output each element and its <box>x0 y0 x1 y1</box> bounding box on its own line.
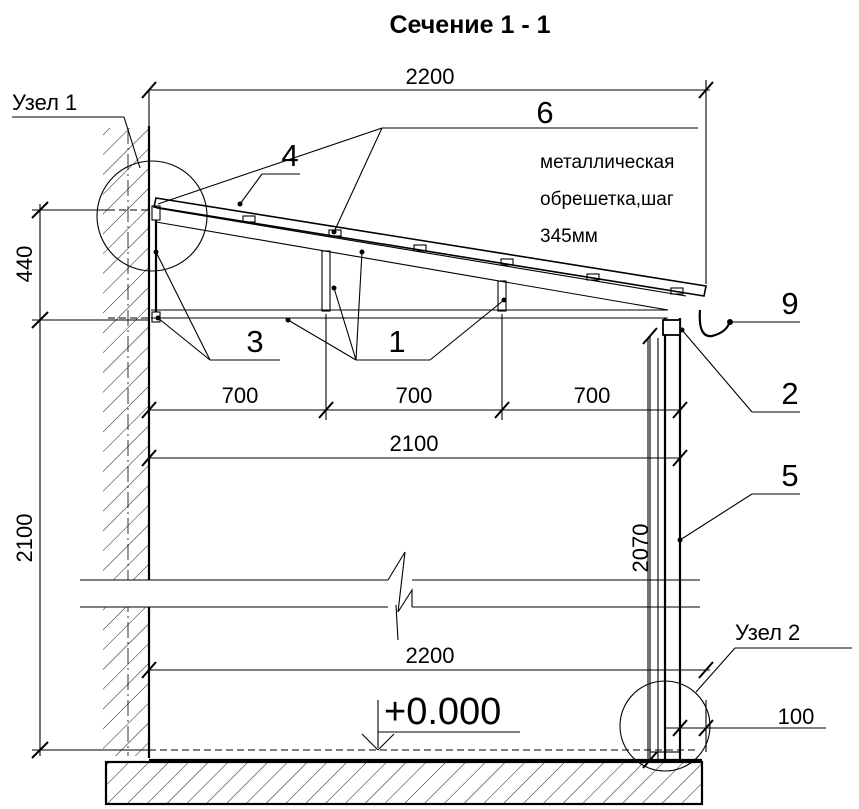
masonry-wall <box>103 126 151 758</box>
dim-label-2100-horizontal: 2100 <box>390 431 439 456</box>
leader-6-label: 6 <box>536 95 553 130</box>
note-line-3: 345мм <box>540 226 598 247</box>
roof-structure <box>108 197 707 323</box>
leader-5-label: 5 <box>781 458 798 493</box>
dim-bottom-2200 <box>141 661 714 679</box>
node-2-circle <box>619 680 711 772</box>
dim-label-top-2200: 2200 <box>406 64 455 89</box>
dim-label-700-b: 700 <box>396 383 433 408</box>
note-line-2: обрешетка,шаг <box>540 189 674 210</box>
dim-2070 <box>642 327 658 769</box>
leader-5 <box>677 493 800 543</box>
leader-3-label: 3 <box>246 324 263 359</box>
note-line-1: металлическая <box>540 152 674 173</box>
leader-3 <box>153 249 280 361</box>
gutter <box>698 309 732 338</box>
dim-440 <box>31 201 150 329</box>
ground-slab <box>104 749 704 806</box>
section-title: Сечение 1 - 1 <box>389 11 550 39</box>
dim-label-700-a: 700 <box>222 383 259 408</box>
dim-label-700-c: 700 <box>574 383 611 408</box>
dim-label-2100-vertical: 2100 <box>12 514 37 563</box>
dim-2100-vertical <box>31 320 150 759</box>
dim-label-100: 100 <box>778 704 815 729</box>
dim-top-2200 <box>141 80 714 284</box>
leader-2-label: 2 <box>781 376 798 411</box>
break-band <box>80 551 700 641</box>
leader-9-label: 9 <box>781 286 798 321</box>
dim-100 <box>665 700 826 752</box>
leader-1-label: 1 <box>388 324 405 359</box>
dim-label-2070: 2070 <box>628 524 653 573</box>
level-mark <box>361 700 520 751</box>
level-label: +0.000 <box>384 691 501 733</box>
leader-1 <box>285 249 507 361</box>
dim-label-bottom-2200: 2200 <box>406 643 455 668</box>
node-1-circle <box>96 160 208 272</box>
dim-label-440: 440 <box>12 246 37 283</box>
leader-4-label: 4 <box>281 138 298 173</box>
node-1-leader <box>123 116 141 169</box>
node-2-label: Узел 2 <box>735 620 800 645</box>
dim-700-chain <box>141 314 688 420</box>
dim-2100-horizontal <box>141 449 688 467</box>
node-2-leader <box>695 647 736 693</box>
leader-6 <box>157 127 698 235</box>
node-1-label: Узел 1 <box>12 90 77 115</box>
leader-2 <box>679 327 800 413</box>
leader-4 <box>237 173 300 207</box>
